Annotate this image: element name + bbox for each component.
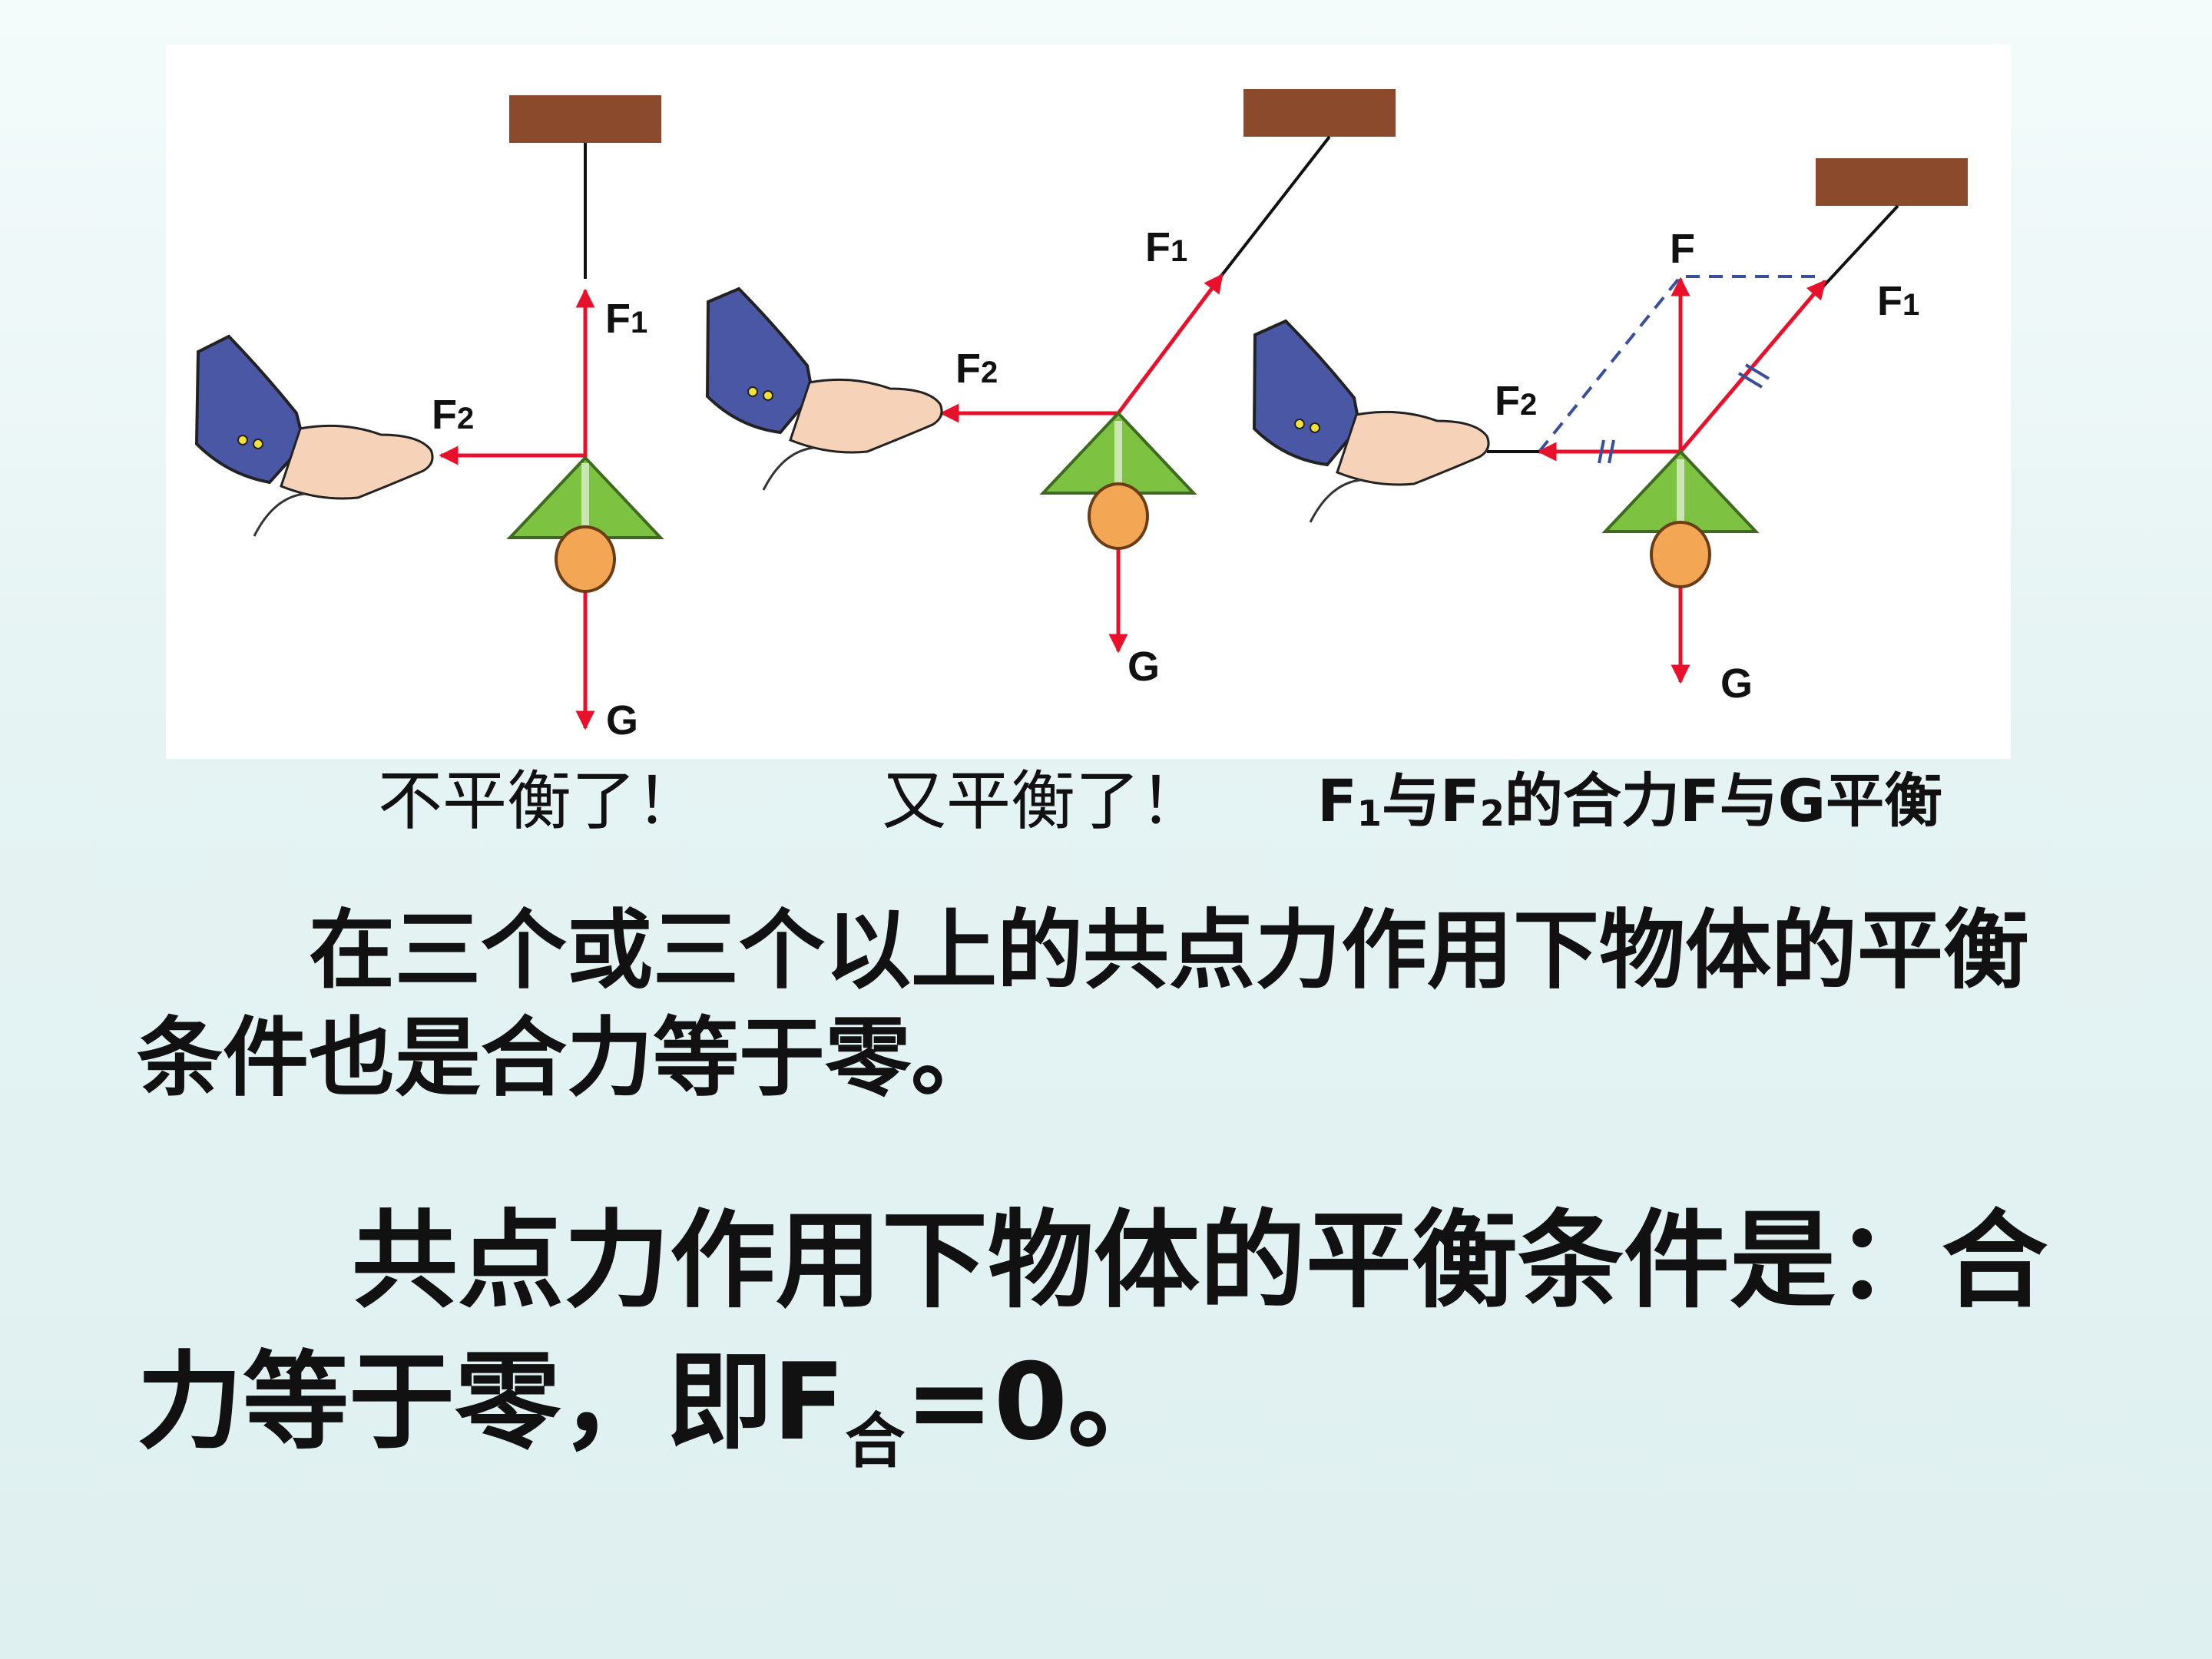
- panel-right-resultant: F F1 F2 G: [1252, 158, 1968, 707]
- label-f2: F2: [1495, 378, 1537, 424]
- pulling-hand: [705, 286, 943, 491]
- tick-mark: [1744, 363, 1770, 380]
- parallelogram-dashed: [1538, 275, 1821, 453]
- arm-line: [762, 446, 814, 491]
- summary-subscript: 合: [845, 1407, 906, 1476]
- light-bulb: [1650, 521, 1711, 588]
- ceiling-mount: [1816, 158, 1968, 206]
- label-g: G: [1128, 644, 1160, 690]
- ceiling-mount: [1243, 89, 1396, 137]
- caption-resultant-balance: F1与F2的合力F与G平衡: [1317, 767, 1943, 835]
- caption-not-balanced: 不平衡了！: [378, 763, 701, 839]
- summary-end: =0。: [905, 1340, 1174, 1464]
- label-g: G: [1720, 661, 1753, 707]
- equilibrium-summary: 共点力作用下物体的平衡条件是：合力等于零，即F合=0。: [137, 1190, 2103, 1512]
- sleeve-button: [763, 390, 773, 401]
- label-f1: F1: [605, 296, 647, 342]
- force-f1-arrow: [1117, 273, 1224, 415]
- force-f1-arrow: [1679, 280, 1826, 453]
- sleeve-button: [747, 386, 758, 397]
- arm-line: [1309, 478, 1361, 523]
- hand-shape: [280, 424, 434, 500]
- sleeve: [194, 334, 306, 485]
- arm-line: [253, 492, 305, 537]
- sleeve-button: [1310, 422, 1320, 433]
- label-f1: F1: [1145, 224, 1187, 270]
- label-f: F: [1670, 226, 1695, 272]
- sleeve-button: [253, 439, 263, 449]
- caption-balanced-again: 又平衡了！: [882, 763, 1205, 839]
- sleeve: [1252, 319, 1362, 467]
- sleeve-button: [237, 435, 248, 445]
- pulling-hand: [1252, 319, 1490, 523]
- tick-mark: [1737, 372, 1763, 389]
- force-diagram-svg: F1 F2 G F1 F2 G: [194, 89, 1968, 743]
- ceiling-mount: [509, 95, 661, 143]
- tick-mark: [1598, 439, 1605, 464]
- tick-mark: [1608, 439, 1615, 464]
- light-bulb: [555, 525, 616, 593]
- hanging-string: [1820, 204, 1899, 290]
- sleeve: [705, 286, 815, 435]
- panel-middle-balanced: F1 F2 G: [705, 89, 1396, 690]
- label-f2: F2: [955, 346, 998, 392]
- summary-main: 共点力作用下物体的平衡条件是：合力等于零，即F: [137, 1199, 2048, 1464]
- pulling-hand: [194, 334, 434, 537]
- equilibrium-condition-paragraph: 在三个或三个以上的共点力作用下物体的平衡条件也是合力等于零。: [137, 901, 2029, 1108]
- hanging-string: [1220, 135, 1331, 276]
- label-g: G: [606, 697, 638, 743]
- hand-shape: [1336, 410, 1490, 486]
- sleeve-button: [1294, 419, 1305, 429]
- label-f2: F2: [432, 392, 474, 438]
- light-bulb: [1088, 482, 1149, 550]
- force-diagram-figure: F1 F2 G F1 F2 G: [166, 45, 2011, 759]
- label-f1: F1: [1877, 278, 1919, 324]
- hand-shape: [789, 378, 943, 454]
- panel-left-not-balanced: F1 F2 G: [194, 95, 664, 743]
